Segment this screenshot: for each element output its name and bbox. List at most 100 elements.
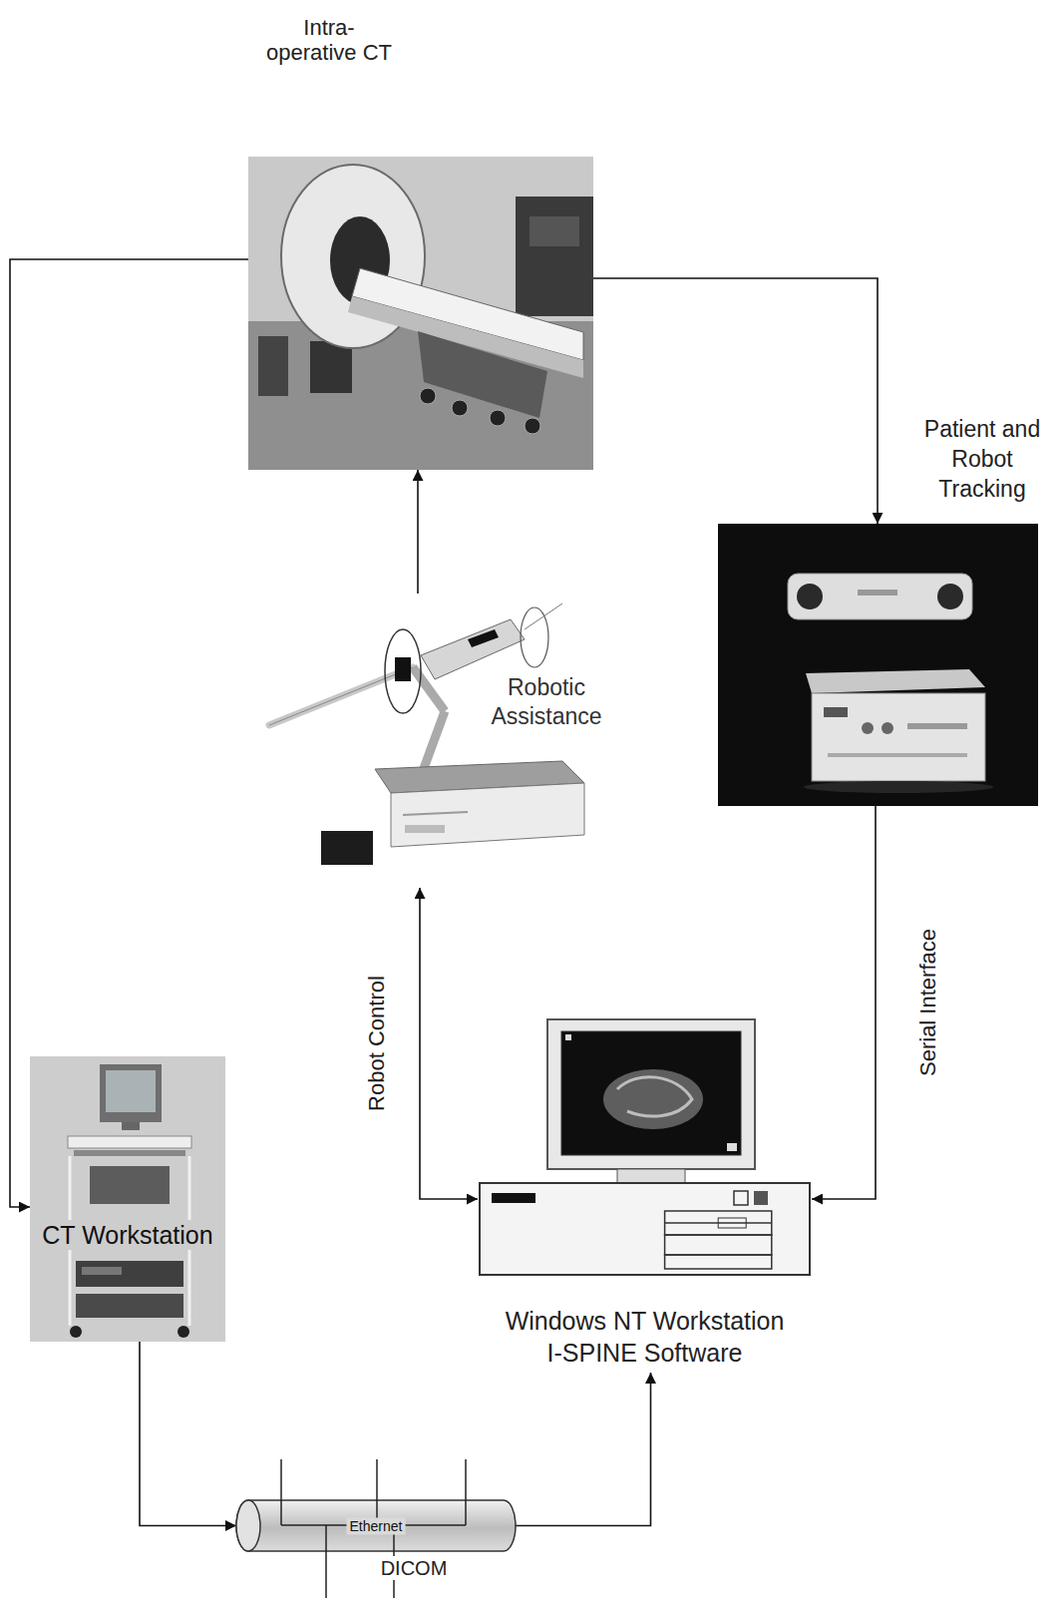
cart-device [75, 1260, 184, 1287]
tool-strip [467, 629, 499, 648]
ct-workstation-photo: CT Workstation [29, 1056, 226, 1342]
connector [515, 1372, 652, 1526]
drive-slot [717, 1217, 746, 1228]
photo-ground [717, 523, 1039, 806]
camera-lens [796, 583, 823, 610]
photo-ground [248, 156, 594, 470]
keyboard [73, 1149, 186, 1156]
camera-bar [787, 573, 973, 620]
node-caption: Windows NT Workstation I-SPINE Software [477, 1304, 812, 1373]
drive-bay [665, 1210, 772, 1235]
wheel [451, 399, 468, 416]
illustration [29, 1056, 226, 1342]
network-tap-line [392, 1524, 395, 1598]
unit-detail [823, 707, 848, 717]
wheel [69, 1325, 82, 1338]
connector-label: Robot Control [363, 975, 390, 1111]
node-heading: Intra- operative CT [260, 14, 398, 65]
ethernet-bus: EthernetDICOM [236, 1499, 516, 1551]
device-detail [81, 1266, 122, 1275]
wheel [177, 1325, 190, 1338]
base-detail [404, 824, 445, 833]
illustration [717, 523, 1039, 806]
screen-image [617, 1076, 693, 1116]
computer-case [479, 1182, 810, 1275]
node-heading: DICOM [368, 1555, 459, 1580]
control-unit [811, 693, 986, 781]
unit-detail [827, 752, 968, 757]
workstation-computer: Windows NT Workstation I-SPINE Software [477, 1019, 812, 1373]
wheel [524, 417, 541, 434]
unit-detail [907, 722, 968, 729]
cylinder-end [236, 1499, 261, 1551]
network-tap-line [325, 1524, 328, 1598]
robot-arm [422, 710, 445, 771]
node-illustration [263, 593, 627, 888]
robot-joint [394, 657, 411, 682]
node-illustration [248, 156, 594, 470]
connector [139, 1341, 237, 1526]
monitor [547, 1019, 755, 1169]
wheel [419, 387, 436, 404]
screen-mark [565, 1034, 572, 1041]
couch-base [417, 331, 548, 418]
robot-tool [420, 619, 525, 680]
robot-illustration: Robotic Assistance [263, 593, 627, 888]
connector [811, 805, 876, 1199]
monitor-screen [561, 1031, 741, 1155]
camera-lens [937, 583, 964, 610]
connector [416, 469, 419, 594]
screen-mark [726, 1142, 737, 1151]
illustration [479, 1019, 810, 1275]
monitor [99, 1063, 162, 1122]
equipment-panel [529, 216, 580, 247]
connector-label: Serial Interface [915, 928, 942, 1076]
illustration [248, 156, 594, 470]
photo-ground [29, 1056, 226, 1342]
monitor-screen [105, 1069, 156, 1112]
node-illustration [717, 523, 1039, 806]
camera-detail [857, 589, 898, 596]
floor-equipment [258, 336, 289, 396]
node-illustration [29, 1056, 226, 1342]
wheel [489, 409, 506, 426]
equipment-cabinet [515, 196, 594, 317]
node-label: CT Workstation [39, 1219, 215, 1250]
shadow [803, 780, 994, 793]
base-detail [402, 811, 468, 815]
rotation-axis [384, 629, 421, 713]
connector-group [9, 259, 878, 1526]
cart-device [75, 1293, 184, 1318]
drive-bay [665, 1234, 772, 1255]
workstation-cart [67, 1063, 192, 1338]
illustration [236, 1499, 516, 1551]
tracking-system-photo: Patient and Robot Tracking [717, 523, 1039, 806]
tool-tip [524, 603, 563, 630]
network-tap-line [464, 1458, 467, 1525]
monitor-stand [617, 1168, 686, 1183]
bus-cylinder [236, 1499, 516, 1551]
cart-device [89, 1165, 170, 1204]
gantry-base [310, 341, 353, 393]
network-tap-line [375, 1458, 378, 1525]
unit-knob [861, 721, 874, 734]
network-tap-line [280, 1458, 283, 1525]
control-unit-top [805, 669, 986, 694]
screen-image [603, 1068, 704, 1129]
monitor-stand [121, 1121, 140, 1130]
controller-box [321, 830, 373, 865]
drive-bay [665, 1254, 772, 1269]
ct-scanner-photo: Intra- operative CT [248, 156, 594, 470]
node-label: Robotic Assistance [470, 673, 623, 731]
illustration [269, 603, 585, 865]
node-heading: Patient and Robot Tracking [919, 413, 1046, 504]
connector [593, 278, 878, 524]
node-illustration [477, 1019, 812, 1277]
case-button [753, 1190, 768, 1205]
robot-base [390, 782, 585, 847]
connector [419, 887, 478, 1199]
unit-knob [881, 721, 894, 734]
